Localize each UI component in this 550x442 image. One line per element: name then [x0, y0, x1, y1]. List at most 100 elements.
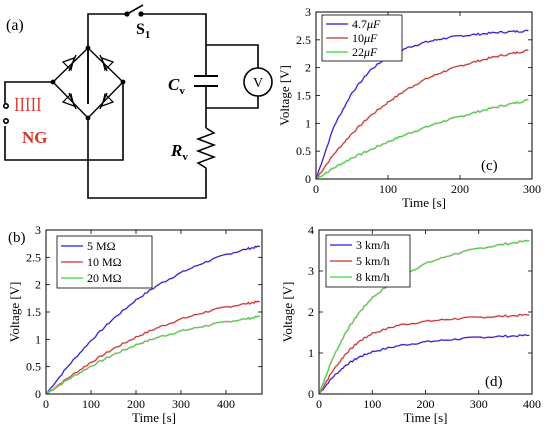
diode-bridge	[50, 45, 126, 121]
y-tick-label-c-3: 1.5	[296, 89, 311, 103]
y-tick-label-b-3: 1.5	[26, 305, 41, 319]
diode-bottom-right	[99, 92, 115, 110]
ng-wires	[4, 81, 124, 161]
panel-label-a: (a)	[6, 17, 24, 34]
y-tick-label-b-2: 1	[35, 332, 41, 346]
y-axis-label-b: Voltage [V]	[7, 282, 22, 343]
legend-label-unit-c-1: μF	[363, 31, 378, 45]
x-tick-label-d-0: 0	[316, 397, 322, 411]
ng-label: NG	[22, 128, 48, 147]
ng-terminal-bottom	[2, 118, 10, 125]
y-tick-label-d-3: 3	[308, 264, 314, 278]
x-tick-label-b-4: 400	[217, 397, 235, 411]
switch-contact-right	[138, 11, 144, 17]
series-group-b	[46, 244, 260, 394]
legend-label-d-1: 5 km/h	[356, 254, 390, 268]
series-line-d-0	[319, 334, 530, 394]
legend-label-b-1: 10 MΩ	[87, 255, 122, 269]
voltmeter-wires	[206, 44, 259, 109]
series-line-c-0	[316, 29, 529, 179]
legend-label-main-c-0: 4.7	[352, 17, 367, 31]
legend-label-main-d-2: 8 km/h	[356, 270, 390, 284]
y-axis-label-c: Voltage [V]	[277, 65, 292, 126]
legend-label-main-b-1: 10 MΩ	[87, 255, 122, 269]
legend-label-main-b-2: 20 MΩ	[87, 271, 122, 285]
legend-label-d-0: 3 km/h	[356, 238, 390, 252]
diode-bottom-left	[61, 92, 77, 110]
series-line-c-2	[316, 99, 529, 179]
y-tick-label-b-6: 3	[35, 223, 41, 237]
legend-label-main-c-1: 10	[352, 31, 364, 45]
x-tick-label-d-3: 300	[470, 397, 488, 411]
legend-label-d-2: 8 km/h	[356, 270, 390, 284]
legend-label-c-1: 10μF	[352, 31, 378, 45]
diode-top-right	[99, 54, 115, 72]
y-tick-label-d-0: 0	[308, 387, 314, 401]
x-tick-label-b-1: 100	[82, 397, 100, 411]
series-line-c-1	[316, 49, 529, 179]
y-tick-label-c-1: 0.5	[296, 144, 311, 158]
legend-label-main-d-1: 5 km/h	[356, 254, 390, 268]
series-line-d-1	[319, 313, 530, 394]
x-axis-label-c: Time [s]	[402, 195, 446, 210]
legend-label-unit-c-0: μF	[366, 17, 381, 31]
y-tick-label-d-2: 2	[308, 305, 314, 319]
legend-label-b-0: 5 MΩ	[87, 239, 116, 253]
legend-label-b-2: 20 MΩ	[87, 271, 122, 285]
x-tick-label-c-3: 300	[523, 182, 541, 196]
voltmeter-label: V	[253, 76, 263, 91]
switch-contact-left	[124, 11, 130, 17]
circuit-diagram: (a) S1	[2, 4, 273, 199]
x-tick-label-d-2: 200	[417, 397, 435, 411]
right-branch-wire	[87, 45, 207, 199]
y-tick-label-b-5: 2.5	[26, 250, 41, 264]
legend-label-main-c-2: 22	[352, 45, 364, 59]
legend-label-c-2: 22μF	[352, 45, 378, 59]
y-tick-label-c-6: 3	[305, 5, 311, 19]
y-tick-label-c-4: 2	[305, 61, 311, 75]
panel-label-d: (d)	[485, 374, 503, 390]
switch-blade	[126, 4, 144, 15]
ng-terminal-top	[2, 103, 10, 110]
ng-pulse-glyph: ꟾꟾꟾꟾꟾ	[14, 97, 42, 115]
x-tick-label-b-3: 300	[172, 397, 190, 411]
x-tick-label-d-1: 100	[363, 397, 381, 411]
resistor-zigzag	[195, 127, 217, 169]
resistor-label: Rv	[170, 141, 188, 163]
x-axis-label-d: Time [s]	[404, 410, 448, 425]
panel-label-c: (c)	[481, 158, 498, 174]
series-group-c	[316, 29, 529, 179]
panel-label-b: (b)	[8, 230, 26, 246]
x-tick-label-b-2: 200	[127, 397, 145, 411]
legend-label-main-b-0: 5 MΩ	[87, 239, 116, 253]
x-tick-label-c-1: 100	[379, 182, 397, 196]
legend-label-unit-c-2: μF	[363, 45, 378, 59]
x-tick-label-b-0: 0	[43, 397, 49, 411]
y-axis-label-d: Voltage [V]	[280, 282, 295, 343]
y-tick-label-d-1: 1	[308, 346, 314, 360]
capacitor-label: Cv	[168, 75, 185, 97]
x-axis-label-b: Time [s]	[132, 410, 176, 425]
x-tick-label-c-2: 200	[451, 182, 469, 196]
series-line-b-0	[46, 245, 260, 394]
y-tick-label-b-4: 2	[35, 278, 41, 292]
series-line-b-1	[46, 300, 260, 394]
x-tick-label-c-0: 0	[313, 182, 319, 196]
series-line-b-2	[46, 315, 260, 394]
diode-top-left	[61, 54, 77, 72]
switch-label: S1	[136, 21, 150, 41]
y-tick-label-c-5: 2.5	[296, 33, 311, 47]
y-tick-label-c-2: 1	[305, 116, 311, 130]
legend-d: 3 km/h 5 km/h 8 km/h	[325, 234, 411, 288]
y-tick-label-c-0: 0	[305, 172, 311, 186]
y-tick-label-b-0: 0	[35, 387, 41, 401]
x-tick-label-d-4: 400	[523, 397, 541, 411]
y-tick-label-d-4: 4	[308, 223, 314, 237]
